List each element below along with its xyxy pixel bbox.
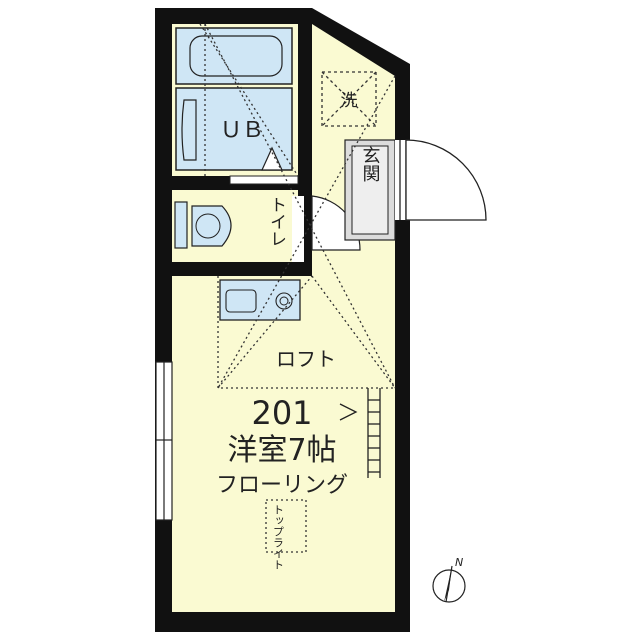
bath-door-sill (229, 175, 299, 185)
loft-diag-3 (204, 23, 396, 389)
kitchen-stove-inner (279, 296, 289, 306)
north-arrow-line (445, 565, 453, 603)
loft-label: ロフト (276, 347, 336, 371)
loft-diag-2 (311, 275, 396, 389)
entrance-label: 玄関 (360, 146, 381, 182)
wall-toilet-bottom (172, 262, 312, 276)
bath-sink (181, 99, 197, 161)
toilet-label: トイレ (266, 196, 286, 247)
toplight-outline (265, 499, 307, 553)
floor-type: フローリング (216, 473, 348, 498)
toilet-seat (195, 213, 221, 239)
north-label: N (455, 556, 463, 569)
loft-diag-1 (217, 275, 313, 389)
entrance-door-swing (405, 139, 487, 221)
room-floor (172, 276, 395, 612)
washer-diag-2 (321, 71, 377, 127)
toilet-tank (174, 201, 188, 249)
toplight-label: トップライト (272, 504, 285, 570)
bath-label: ＵＢ (220, 118, 264, 143)
room-number: 201 (251, 394, 312, 432)
bath-diagonal (199, 23, 299, 177)
washer-label: 洗 (341, 91, 358, 111)
bath-door-triangle (261, 146, 283, 171)
room-type: 洋室7帖 (227, 433, 336, 468)
entrance-step (351, 145, 389, 235)
bathtub-inner (189, 35, 283, 77)
kitchen-sink (225, 289, 257, 313)
loft-ladder (339, 388, 381, 478)
